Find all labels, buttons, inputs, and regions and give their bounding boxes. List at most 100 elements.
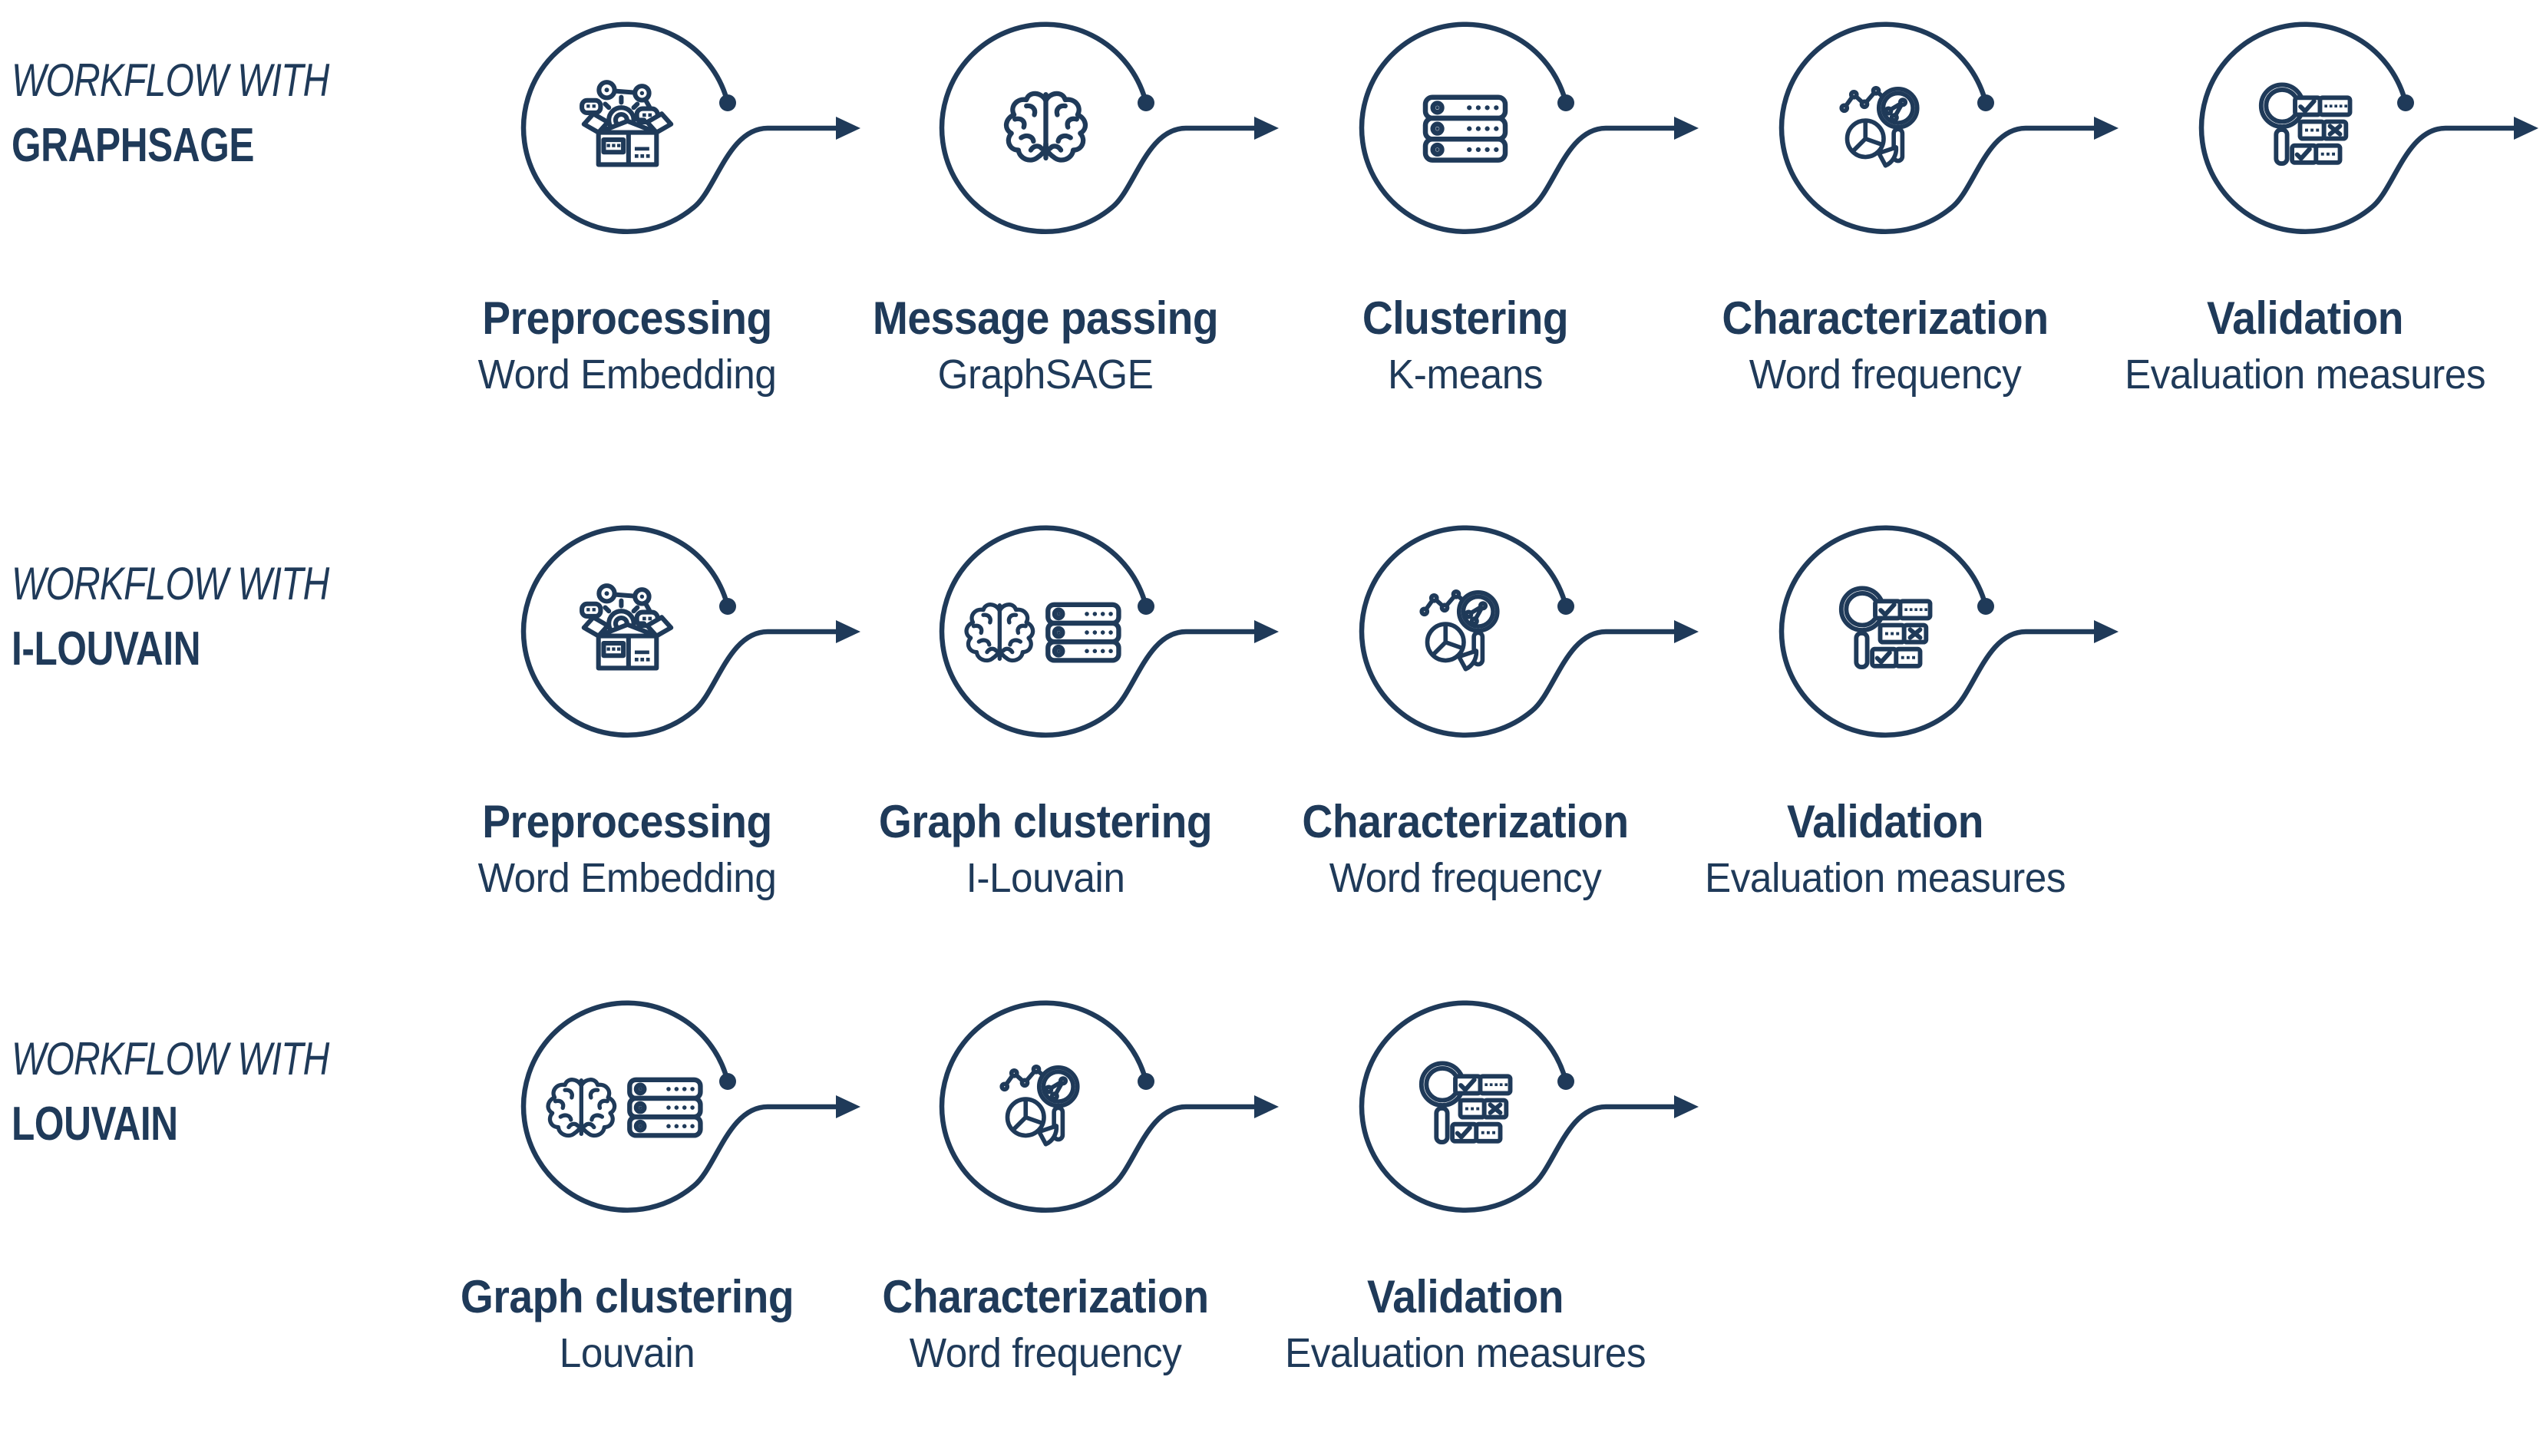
step-label: Graph clustering bbox=[878, 796, 1213, 847]
arrow-head-icon bbox=[2094, 620, 2119, 643]
step-circle-arrow bbox=[939, 525, 1279, 738]
connector-dot bbox=[719, 598, 736, 615]
workflow-step: Message passing GraphSAGE bbox=[873, 2, 1310, 447]
step-method: Word Embedding bbox=[477, 855, 777, 901]
step-method: Louvain bbox=[559, 1330, 695, 1376]
step-label: Preprocessing bbox=[482, 292, 772, 344]
workflow-step: Graph clustering I-Louvain bbox=[879, 505, 1310, 950]
circle-loop bbox=[939, 525, 1257, 738]
circle-loop bbox=[939, 1000, 1257, 1213]
step-method: I-Louvain bbox=[966, 855, 1125, 901]
arrow-head-icon bbox=[836, 117, 860, 140]
circle-loop bbox=[1359, 525, 1676, 738]
step-method: GraphSAGE bbox=[937, 352, 1154, 398]
step-label: Clustering bbox=[1362, 292, 1569, 344]
brain-server-icon bbox=[548, 1080, 700, 1136]
circle-loop bbox=[1778, 525, 2096, 738]
circle-loop bbox=[2198, 21, 2516, 234]
connector-dot bbox=[2397, 94, 2414, 111]
workflow-step: Validation Evaluation measures bbox=[1285, 980, 1730, 1425]
step-label: Characterization bbox=[1302, 796, 1629, 847]
circle-loop bbox=[939, 21, 1257, 234]
workflow-step: Preprocessing Word Embedding bbox=[478, 505, 892, 950]
step-method: Word Embedding bbox=[477, 352, 777, 398]
circle-loop bbox=[1778, 21, 2096, 234]
workflow-title: WORKFLOW WITH LOUVAIN bbox=[12, 980, 495, 1233]
workflow-step: Preprocessing Word Embedding bbox=[478, 2, 892, 447]
workflow-step: Graph clustering Louvain bbox=[461, 980, 892, 1425]
magnifier-checklist-icon bbox=[1841, 588, 1930, 667]
workflow-title-name: LOUVAIN bbox=[12, 1098, 178, 1151]
step-label: Validation bbox=[2206, 292, 2404, 344]
step-circle-arrow bbox=[1359, 21, 1699, 234]
step-circle-arrow bbox=[939, 21, 1279, 234]
connector-dot bbox=[1557, 1073, 1574, 1090]
circle-loop bbox=[520, 1000, 838, 1213]
workflow-row-graphsage: WORKFLOW WITH GRAPHSAGE Preprocessing Wo… bbox=[0, 2, 2543, 477]
step-label: Validation bbox=[1366, 1271, 1564, 1322]
step-method: Evaluation measures bbox=[1284, 1330, 1646, 1376]
step-circle-arrow bbox=[1778, 525, 2119, 738]
step-label: Characterization bbox=[882, 1271, 1209, 1322]
pie-chart-magnifier-icon bbox=[1422, 592, 1498, 669]
connector-dot bbox=[1138, 1073, 1154, 1090]
step-circle-arrow bbox=[520, 21, 860, 234]
workflow-diagram: WORKFLOW WITH GRAPHSAGE Preprocessing Wo… bbox=[0, 2, 2543, 1376]
workflow-title-prefix: WORKFLOW WITH bbox=[12, 54, 329, 106]
connector-dot bbox=[1977, 94, 1994, 111]
arrow-head-icon bbox=[1674, 117, 1699, 140]
step-label: Characterization bbox=[1722, 292, 2049, 344]
step-circle-arrow bbox=[939, 1000, 1279, 1213]
step-circle-arrow bbox=[520, 1000, 860, 1213]
circle-loop bbox=[520, 525, 838, 738]
arrow-head-icon bbox=[2514, 117, 2538, 140]
workflow-step: Validation Evaluation measures bbox=[2125, 2, 2543, 447]
connector-dot bbox=[1138, 94, 1154, 111]
workflow-step: Characterization Word frequency bbox=[882, 980, 1310, 1425]
step-label: Message passing bbox=[872, 292, 1219, 344]
arrow-head-icon bbox=[836, 1095, 860, 1118]
pie-chart-magnifier-icon bbox=[1002, 1067, 1078, 1144]
arrow-head-icon bbox=[1254, 1095, 1279, 1118]
arrow-head-icon bbox=[1674, 620, 1699, 643]
step-label: Validation bbox=[1786, 796, 1984, 847]
workflow-step: Clustering K-means bbox=[1339, 2, 1730, 447]
workflow-title: WORKFLOW WITH GRAPHSAGE bbox=[12, 2, 495, 255]
step-method: Word frequency bbox=[909, 1330, 1182, 1376]
arrow-head-icon bbox=[1674, 1095, 1699, 1118]
box-gear-icon bbox=[582, 82, 671, 164]
workflow-title-name: I-LOUVAIN bbox=[12, 622, 201, 675]
connector-dot bbox=[1138, 598, 1154, 615]
magnifier-checklist-icon bbox=[2261, 84, 2350, 163]
connector-dot bbox=[1977, 598, 1994, 615]
box-gear-icon bbox=[582, 586, 671, 668]
step-method: K-means bbox=[1388, 352, 1543, 398]
brain-icon bbox=[1006, 94, 1085, 160]
workflow-step: Characterization Word frequency bbox=[1722, 2, 2150, 447]
workflow-row-louvain: WORKFLOW WITH LOUVAIN Graph clustering L… bbox=[0, 980, 2543, 1456]
circle-loop bbox=[520, 21, 838, 234]
step-label: Graph clustering bbox=[460, 1271, 794, 1322]
step-circle-arrow bbox=[520, 525, 860, 738]
circle-loop bbox=[1359, 21, 1676, 234]
connector-dot bbox=[1557, 598, 1574, 615]
step-method: Evaluation measures bbox=[2124, 352, 2486, 398]
connector-dot bbox=[719, 94, 736, 111]
step-method: Word frequency bbox=[1329, 855, 1602, 901]
workflow-title-prefix: WORKFLOW WITH bbox=[12, 558, 329, 609]
workflow-title-prefix: WORKFLOW WITH bbox=[12, 1033, 329, 1085]
arrow-head-icon bbox=[1254, 117, 1279, 140]
step-label: Preprocessing bbox=[482, 796, 772, 847]
pie-chart-magnifier-icon bbox=[1841, 88, 1917, 166]
arrow-head-icon bbox=[2094, 117, 2119, 140]
connector-dot bbox=[719, 1073, 736, 1090]
brain-server-icon bbox=[966, 605, 1118, 661]
workflow-step: Validation Evaluation measures bbox=[1705, 505, 2150, 950]
workflow-row-i-louvain: WORKFLOW WITH I-LOUVAIN Preprocessing Wo… bbox=[0, 505, 2543, 981]
step-method: Evaluation measures bbox=[1704, 855, 2066, 901]
arrow-head-icon bbox=[836, 620, 860, 643]
workflow-title: WORKFLOW WITH I-LOUVAIN bbox=[12, 505, 495, 758]
step-circle-arrow bbox=[1359, 1000, 1699, 1213]
step-circle-arrow bbox=[2198, 21, 2538, 234]
step-circle-arrow bbox=[1778, 21, 2119, 234]
